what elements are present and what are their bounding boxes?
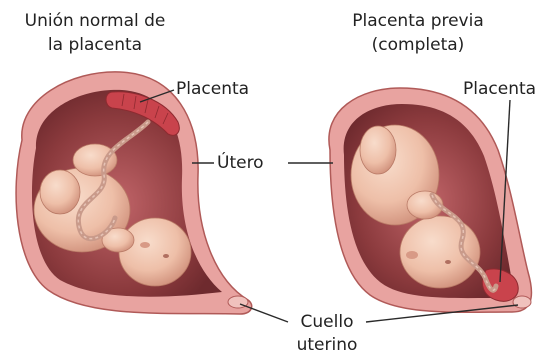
right-title-line2: (completa) <box>372 35 465 55</box>
label-placenta-left: Placenta <box>176 79 249 99</box>
label-placenta-right: Placenta <box>463 79 536 99</box>
normal-placenta-illustration <box>16 72 252 314</box>
placenta-previa-illustration <box>329 88 532 312</box>
right-title-line1: Placenta previa <box>352 11 484 31</box>
label-cuello-line2: uterino <box>297 335 358 355</box>
cervix-right <box>513 296 531 308</box>
left-title-line1: Unión normal de <box>25 11 166 31</box>
left-title-line2: la placenta <box>48 35 142 55</box>
label-cuello-line1: Cuello <box>301 312 354 332</box>
label-utero: Útero <box>217 151 264 173</box>
